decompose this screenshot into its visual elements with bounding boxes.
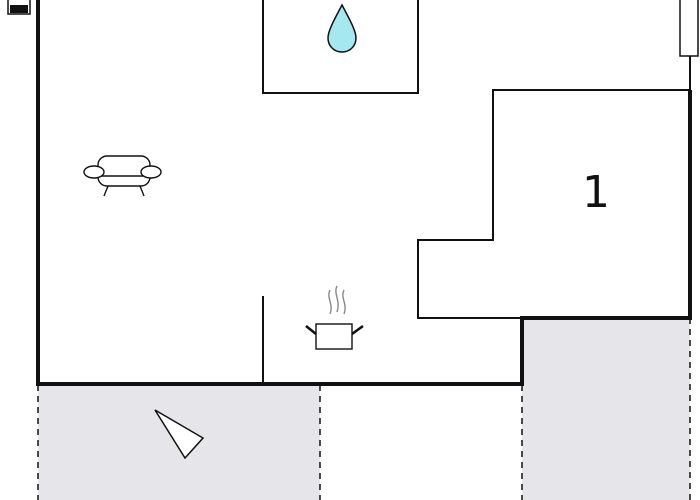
bathroom-walls bbox=[262, 0, 419, 94]
bedroom-walls bbox=[417, 89, 690, 319]
triangle-direction-icon bbox=[154, 409, 205, 460]
window-marker-right bbox=[679, 0, 699, 90]
window-marker-left bbox=[7, 0, 31, 15]
outer-walls bbox=[36, 0, 692, 386]
room-label-bedroom: 1 bbox=[582, 167, 610, 218]
terrace-right bbox=[521, 318, 691, 500]
interior-walls bbox=[262, 0, 690, 384]
sofa-icon bbox=[83, 155, 162, 197]
cooking-pot-icon bbox=[305, 285, 364, 350]
water-drop-icon bbox=[327, 3, 357, 53]
